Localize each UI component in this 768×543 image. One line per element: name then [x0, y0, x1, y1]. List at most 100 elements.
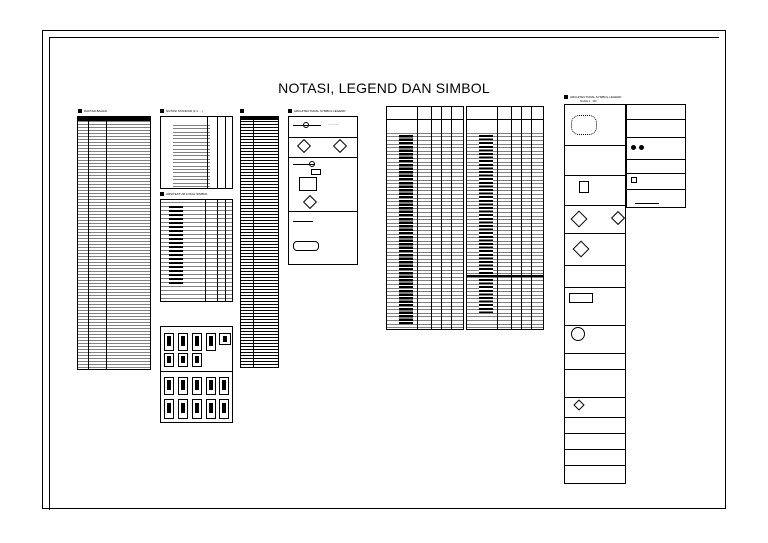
section-header-architectural-symbol-legend: ARCHITECTURAL SYMBOL LEGEND [288, 109, 345, 114]
row-divider [627, 189, 685, 190]
drawing-frame [49, 37, 719, 510]
symbol-swatch-column [169, 206, 183, 286]
table-column-divider [511, 107, 512, 329]
table-rows [78, 121, 150, 369]
legend-note: — — — [329, 123, 338, 126]
door-elevation-icon [192, 377, 202, 395]
door-elevation-icon [206, 399, 216, 419]
table-column-divider [521, 107, 522, 329]
door-tag-icon [311, 169, 321, 175]
table-column-divider [205, 200, 206, 301]
north-arrow-line [293, 221, 313, 222]
door-elevation-icon [164, 333, 174, 351]
row-divider [565, 233, 625, 234]
schedule-table-right [466, 106, 544, 330]
page-title: NOTASI, LEGEND DAN SIMBOL [278, 80, 490, 96]
architectural-symbol-legend: — — — [288, 116, 358, 265]
section-marker-icon [288, 109, 292, 114]
row-divider [161, 371, 232, 372]
table-column-divider [497, 107, 498, 329]
section-header-arsitektur-simbol: ARSITEKTUR LOKAL SIMBOL [160, 192, 208, 197]
symbol-legend-extra [626, 104, 686, 208]
table-column-divider [417, 107, 418, 329]
table-column-divider [106, 117, 107, 369]
door-elevation-icon [164, 399, 174, 419]
row-divider [565, 417, 625, 418]
row-divider [387, 119, 463, 120]
door-tag-icon [579, 181, 589, 193]
point-marker-icon [639, 145, 644, 150]
door-elevation-icon [178, 353, 188, 367]
table-notasi-standar [160, 116, 233, 189]
section-marker-icon [240, 109, 244, 114]
material-swatch-column [479, 135, 493, 315]
row-divider [627, 159, 685, 160]
section-header-architectural-symbol-legend-scale: ARCHITECTURAL SYMBOL LEGEND [564, 95, 621, 100]
section-marker-icon [564, 95, 568, 100]
level-marker-icon [303, 122, 309, 128]
section-marker-icon [160, 109, 164, 114]
row-divider [627, 119, 685, 120]
table-material-list [240, 116, 279, 368]
door-elevation-icon [192, 399, 202, 419]
table-rows [173, 125, 210, 188]
drawing-sheet-border [42, 30, 726, 510]
table-column-divider [225, 117, 226, 188]
door-elevation-icon [219, 399, 229, 419]
wall-section-icon [569, 293, 593, 303]
point-marker-icon [631, 145, 636, 150]
table-column-divider [88, 117, 89, 369]
door-window-elevations [160, 326, 233, 423]
row-divider [565, 353, 625, 354]
room-tag-icon [293, 241, 319, 251]
row-divider [565, 205, 625, 206]
door-elevation-icon [178, 399, 188, 419]
row-divider [289, 137, 357, 138]
door-elevation-icon [206, 377, 216, 395]
row-divider [289, 211, 357, 212]
door-elevation-icon [219, 377, 229, 395]
door-elevation-icon [164, 353, 174, 367]
door-elevation-icon [178, 377, 188, 395]
section-marker-icon [78, 109, 82, 114]
section-marker-diamond-icon [573, 399, 585, 411]
row-divider [565, 449, 625, 450]
table-column-divider [253, 117, 254, 367]
cloud-revision-icon [571, 115, 597, 135]
row-divider [627, 137, 685, 138]
table-column-divider [431, 107, 432, 329]
elevation-marker-icon [332, 138, 348, 154]
interior-elevation-icon [572, 240, 590, 258]
schedule-table-left [386, 106, 464, 330]
north-arrow-icon [571, 327, 585, 341]
table-column-divider [217, 200, 218, 301]
column-marker-icon [631, 177, 637, 183]
row-divider [565, 433, 625, 434]
row-divider [467, 119, 543, 120]
row-divider [565, 465, 625, 466]
section-marker-icon [160, 192, 164, 197]
grid-line-symbol [293, 164, 315, 165]
table-arsitektur-simbol [160, 199, 233, 302]
row-divider [565, 369, 625, 370]
material-swatch-column [399, 135, 413, 325]
section-header-notasi-standar: NOTASI STANDAR (1:1 …) [160, 109, 203, 114]
table-header-band [241, 117, 278, 120]
section-marker-diamond-icon [302, 194, 318, 210]
door-elevation-icon [178, 333, 188, 351]
window-elevation-icon [219, 333, 231, 345]
table-column-divider [217, 117, 218, 188]
detail-callout-icon [299, 177, 317, 191]
section-marker-diamond-icon [570, 210, 588, 228]
dimension-line-symbol [635, 203, 659, 204]
table-daftar-bahan [77, 116, 151, 370]
row-divider [565, 265, 625, 266]
table-column-divider [451, 107, 452, 329]
table-column-divider [207, 117, 208, 188]
section-marker-diamond-icon [296, 138, 312, 154]
row-divider [289, 157, 357, 158]
table-column-divider [441, 107, 442, 329]
section-header-daftar-bahan: DAFTAR BAHAN [78, 109, 107, 114]
row-divider [565, 287, 625, 288]
row-divider [565, 325, 625, 326]
